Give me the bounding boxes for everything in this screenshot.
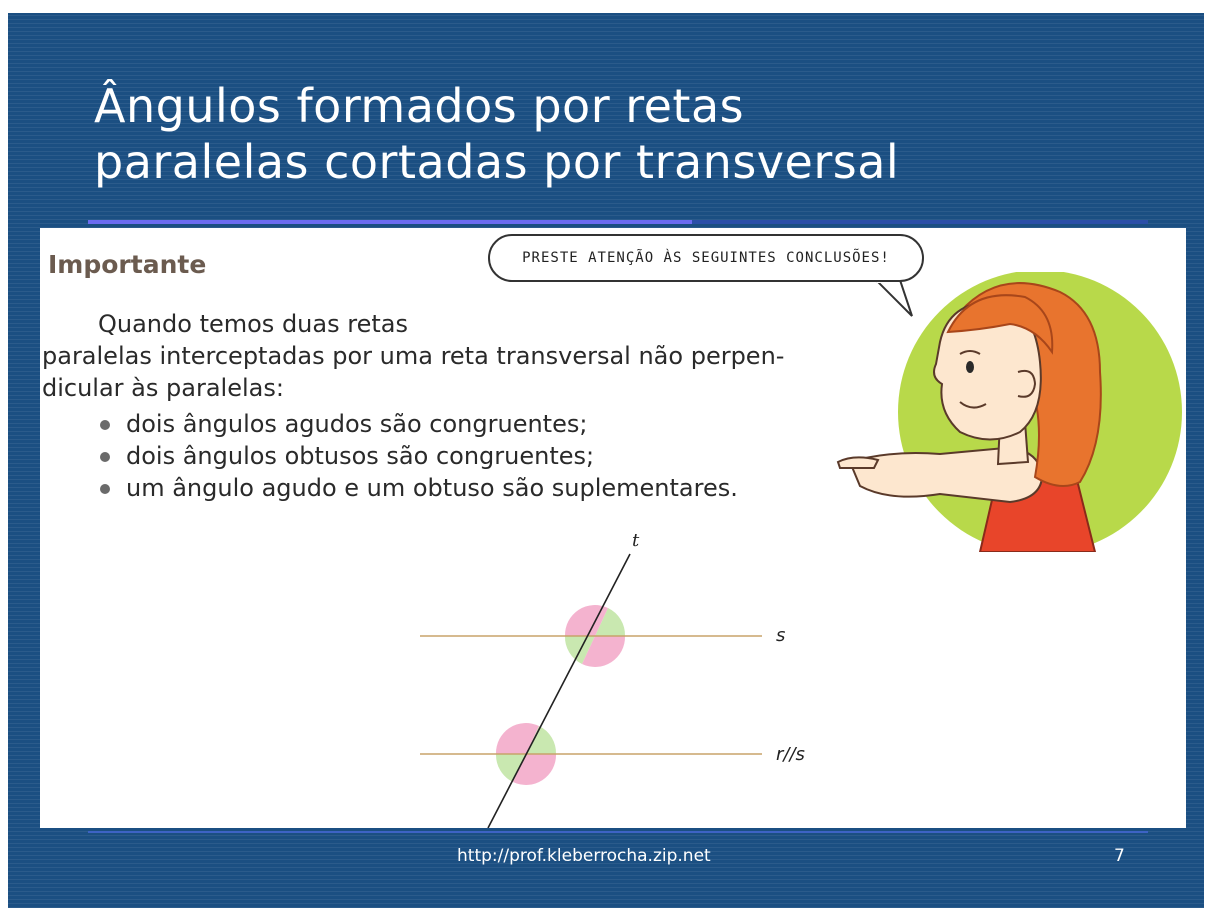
- label-r-parallel-s: r//s: [776, 744, 805, 765]
- title-divider: [88, 220, 1148, 224]
- conclusion-item: dois ângulos obtusos são congruentes;: [96, 440, 738, 472]
- conclusion-item: um ângulo agudo e um obtuso são suplemen…: [96, 472, 738, 504]
- footer-divider: [88, 831, 1148, 833]
- footer-url: http://prof.kleberrocha.zip.net: [457, 846, 711, 866]
- slide-title: Ângulos formados por retas paralelas cor…: [94, 78, 1154, 190]
- title-line-1: Ângulos formados por retas: [94, 79, 745, 133]
- conclusion-item: dois ângulos agudos são congruentes;: [96, 408, 738, 440]
- title-line-2: paralelas cortadas por transversal: [94, 135, 900, 189]
- conclusions-list: dois ângulos agudos são congruentes; doi…: [96, 408, 738, 504]
- speech-bubble: PRESTE ATENÇÃO ÀS SEGUINTES CONCLUSÕES!: [488, 234, 924, 282]
- section-heading: Importante: [48, 250, 207, 279]
- label-t: t: [632, 530, 640, 551]
- explanation-paragraph: Quando temos duas retas paralelas interc…: [42, 308, 842, 404]
- top-intersection-angles: [564, 605, 626, 667]
- label-s: s: [776, 625, 785, 646]
- paragraph-line-1: Quando temos duas retas: [98, 310, 408, 338]
- girl-pointing-illustration: [836, 272, 1182, 552]
- paragraph-line-3: dicular às paralelas:: [42, 374, 284, 402]
- content-panel: Importante Quando temos duas retas paral…: [40, 228, 1186, 828]
- paragraph-line-2: paralelas interceptadas por uma reta tra…: [42, 342, 785, 370]
- bottom-intersection-angles: [495, 723, 557, 785]
- page-number: 7: [1114, 846, 1125, 866]
- line-t: [487, 553, 631, 828]
- parallel-lines-diagram: t s r//s: [420, 530, 805, 828]
